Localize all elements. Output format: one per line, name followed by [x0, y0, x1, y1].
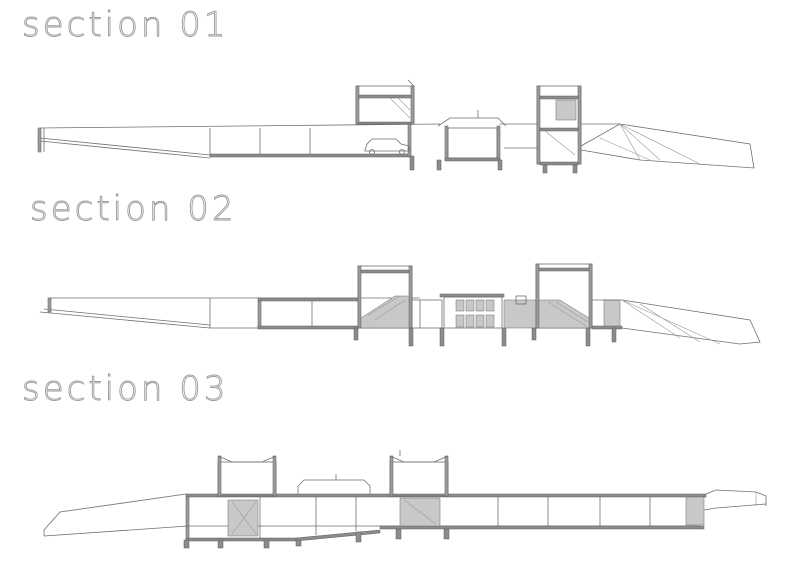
section-01-drawing — [37, 79, 755, 174]
section-02-title: section 02 — [30, 189, 237, 229]
section-03-title: section 03 — [22, 369, 229, 409]
section-03-drawing — [43, 450, 767, 549]
section-02-drawing — [39, 263, 761, 347]
section-01-title: section 01 — [22, 5, 229, 45]
